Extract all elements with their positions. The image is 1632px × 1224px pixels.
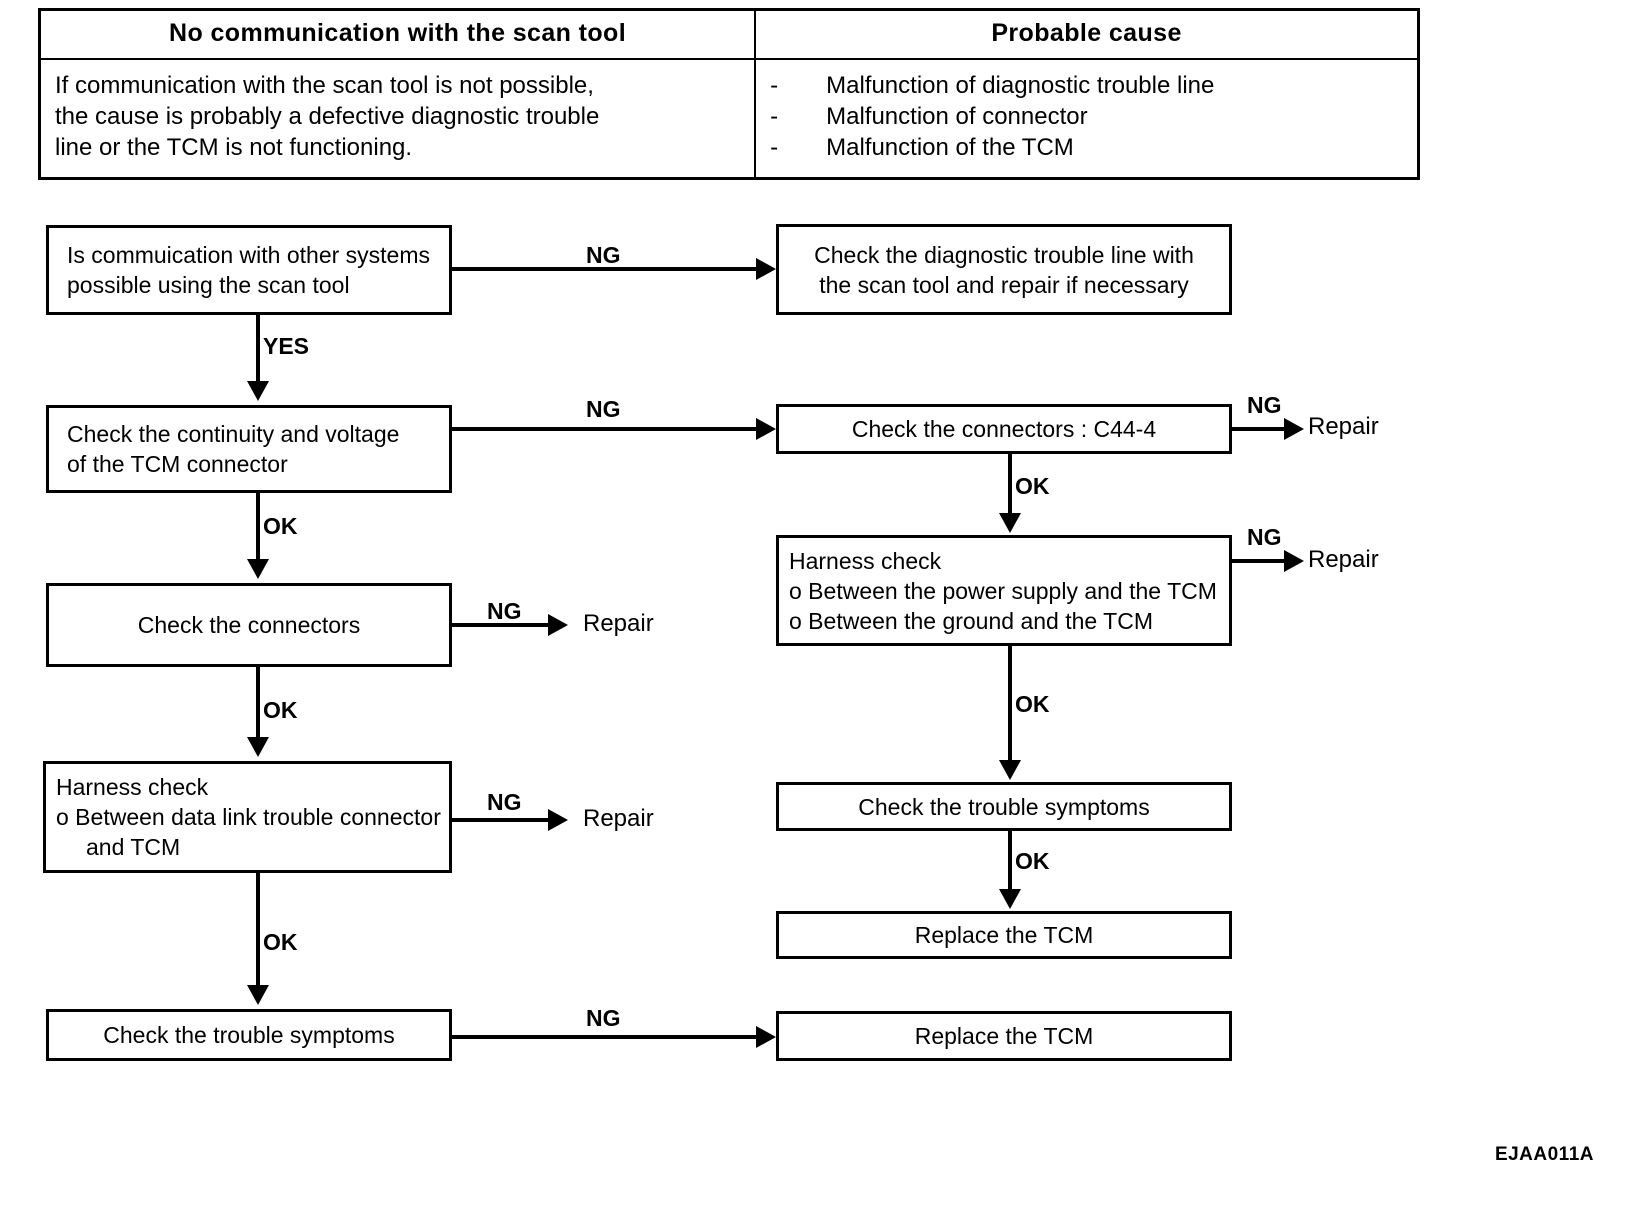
connector-b7-to-b10 xyxy=(256,873,260,987)
edge-label-yes-b1: YES xyxy=(263,333,310,359)
flow-box-check-connectors: Check the connectors xyxy=(46,583,452,667)
flow-box-line: the scan tool and repair if necessary xyxy=(819,271,1189,298)
connector-b4-to-repair xyxy=(1232,427,1288,431)
terminal-repair-3: Repair xyxy=(1308,546,1379,573)
edge-label-ok-b3: OK xyxy=(263,513,298,539)
arrowhead-b8-to-b9 xyxy=(999,889,1021,909)
cause-item-label: Malfunction of connector xyxy=(826,103,1088,130)
cause-list-item: - Malfunction of diagnostic trouble line xyxy=(770,70,1403,101)
flow-box-line: and TCM xyxy=(86,834,181,860)
flow-box-line: Check the trouble symptoms xyxy=(858,793,1150,820)
arrowhead-b7-to-b10 xyxy=(247,985,269,1005)
probable-cause-cell: - Malfunction of diagnostic trouble line… xyxy=(754,58,1420,180)
connector-b6-to-repair xyxy=(1232,559,1288,563)
flow-box-check-other-systems: Is commuication with other systems possi… xyxy=(46,225,452,315)
symptom-cause-table: No communication with the scan tool Prob… xyxy=(38,8,1420,180)
cause-item-label: Malfunction of the TCM xyxy=(826,134,1074,161)
flow-box-line: o Between the power supply and the TCM xyxy=(789,577,1217,604)
edge-label-ng-b6: NG xyxy=(1247,524,1282,550)
flow-box-replace-tcm-right: Replace the TCM xyxy=(776,911,1232,959)
flow-box-line: possible using the scan tool xyxy=(67,272,350,298)
connector-b5-to-repair xyxy=(452,623,552,627)
connector-b1-to-b2 xyxy=(452,267,758,271)
flow-box-check-diagnostic-trouble-line: Check the diagnostic trouble line with t… xyxy=(776,224,1232,315)
symptom-line-3: line or the TCM is not functioning. xyxy=(55,134,413,161)
table-body-row: If communication with the scan tool is n… xyxy=(38,58,1420,180)
connector-b1-to-b3 xyxy=(256,315,260,383)
edge-label-ng-b5: NG xyxy=(487,598,522,624)
flow-box-harness-check-power-ground: Harness check o Between the power supply… xyxy=(776,535,1232,646)
flow-box-line: o Between data link trouble connector xyxy=(56,804,441,830)
edge-label-ok-b5: OK xyxy=(263,697,298,723)
arrowhead-b6-to-repair xyxy=(1284,550,1304,572)
edge-label-ng-b7: NG xyxy=(487,789,522,815)
table-header-symptom: No communication with the scan tool xyxy=(38,8,757,60)
flow-box-line: Harness check xyxy=(56,774,209,800)
figure-code-label: EJAA011A xyxy=(1494,1144,1594,1165)
terminal-repair-4: Repair xyxy=(583,805,654,832)
arrowhead-b5-to-b7 xyxy=(247,737,269,757)
cause-bullet-dash: - xyxy=(770,103,779,130)
arrowhead-b6-to-b8 xyxy=(999,760,1021,780)
flow-box-line: Check the continuity and voltage xyxy=(67,421,400,447)
flow-box-line: of the TCM connector xyxy=(67,451,288,477)
edge-label-ok-b8: OK xyxy=(1015,848,1050,874)
symptom-line-2: the cause is probably a defective diagno… xyxy=(55,103,600,130)
edge-label-ng-b4: NG xyxy=(1247,392,1282,418)
arrowhead-b3-to-b5 xyxy=(247,559,269,579)
terminal-repair-1: Repair xyxy=(1308,413,1379,440)
edge-label-ok-b6: OK xyxy=(1015,691,1050,717)
cause-bullet-dash: - xyxy=(770,72,779,99)
flow-box-replace-tcm-bottom: Replace the TCM xyxy=(776,1011,1232,1061)
edge-label-ng-b3: NG xyxy=(586,396,621,422)
flow-box-check-connectors-c44-4: Check the connectors : C44-4 xyxy=(776,404,1232,454)
arrowhead-b5-to-repair xyxy=(548,614,568,636)
table-header-row: No communication with the scan tool Prob… xyxy=(38,8,1420,60)
arrowhead-b4-to-repair xyxy=(1284,418,1304,440)
flow-box-line: Check the trouble symptoms xyxy=(103,1022,395,1048)
connector-b7-to-repair xyxy=(452,818,552,822)
connector-b6-to-b8 xyxy=(1008,646,1012,762)
arrowhead-b3-to-b4 xyxy=(756,418,776,440)
symptom-description-cell: If communication with the scan tool is n… xyxy=(38,58,757,180)
flow-box-line: Replace the TCM xyxy=(914,922,1094,948)
table-header-probable-cause: Probable cause xyxy=(754,8,1420,60)
connector-b10-to-b11 xyxy=(452,1035,758,1039)
edge-label-ok-b7: OK xyxy=(263,929,298,955)
cause-list-item: - Malfunction of connector xyxy=(770,101,1403,132)
flow-box-line: Check the connectors : C44-4 xyxy=(851,416,1157,442)
flow-box-check-continuity-voltage: Check the continuity and voltage of the … xyxy=(46,405,452,493)
arrowhead-b4-to-b6 xyxy=(999,513,1021,533)
flow-box-line: Check the diagnostic trouble line with xyxy=(814,241,1194,268)
edge-label-ok-b4: OK xyxy=(1015,473,1050,499)
arrowhead-b1-to-b3 xyxy=(247,381,269,401)
cause-list-item: - Malfunction of the TCM xyxy=(770,132,1403,163)
terminal-repair-2: Repair xyxy=(583,610,654,637)
connector-b8-to-b9 xyxy=(1008,831,1012,891)
arrowhead-b7-to-repair xyxy=(548,809,568,831)
cause-bullet-dash: - xyxy=(770,134,779,161)
flow-box-line: Check the connectors xyxy=(137,612,361,638)
flow-box-line: Is commuication with other systems xyxy=(67,242,431,268)
arrowhead-b1-to-b2 xyxy=(756,258,776,280)
connector-b4-to-b6 xyxy=(1008,454,1012,516)
edge-label-ng-b1: NG xyxy=(586,242,621,268)
flow-box-check-trouble-symptoms-left: Check the trouble symptoms xyxy=(46,1009,452,1061)
connector-b5-to-b7 xyxy=(256,667,260,739)
flow-box-line: o Between the ground and the TCM xyxy=(789,607,1153,634)
flow-box-line: Harness check xyxy=(789,547,942,574)
connector-b3-to-b5 xyxy=(256,493,260,561)
cause-item-label: Malfunction of diagnostic trouble line xyxy=(826,72,1215,99)
symptom-line-1: If communication with the scan tool is n… xyxy=(55,72,594,99)
flow-box-line: Replace the TCM xyxy=(914,1023,1094,1049)
flow-box-check-trouble-symptoms-right: Check the trouble symptoms xyxy=(776,782,1232,831)
flow-box-harness-check-data-link: Harness check o Between data link troubl… xyxy=(43,761,452,873)
arrowhead-b10-to-b11 xyxy=(756,1026,776,1048)
edge-label-ng-b10: NG xyxy=(586,1005,621,1031)
connector-b3-to-b4 xyxy=(452,427,758,431)
